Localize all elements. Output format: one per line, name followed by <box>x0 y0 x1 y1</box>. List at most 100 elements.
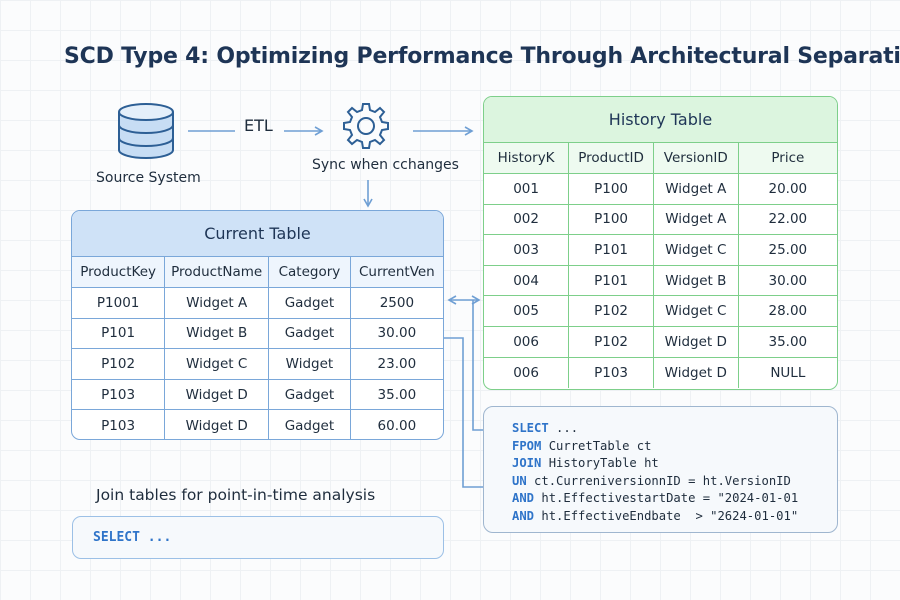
table-cell: 002 <box>484 203 570 236</box>
table-cell: 35.00 <box>737 326 837 358</box>
sql-keyword: AND <box>512 508 535 523</box>
table-cell: 25.00 <box>737 234 837 266</box>
table-cell: 23.00 <box>349 348 443 380</box>
table-cell: Widget D <box>164 378 270 411</box>
sql-line: AND ht.EffectivestartDate = "2024-01-01 <box>512 490 837 508</box>
sql-line: AND ht.EffectiveEndbate > "2624-01-01" <box>512 508 837 526</box>
table-cell: P102 <box>568 295 654 328</box>
sql-line: JOIN HistoryTable ht <box>512 455 837 473</box>
table-cell: Widget B <box>164 317 270 350</box>
sql-text: CurretTable ct <box>541 438 652 453</box>
column-header: CurrentVen <box>349 257 443 289</box>
column-header: VersionID <box>652 143 739 175</box>
table-cell: Widget D <box>652 326 739 358</box>
table-cell: 60.00 <box>349 409 443 439</box>
sql-keyword: SLECT <box>512 421 549 435</box>
select-code-box: SELECT ... <box>72 516 444 559</box>
source-system-label: Source System <box>96 170 201 186</box>
table-cell: Gadget <box>268 287 351 319</box>
etl-label: ETL <box>244 116 273 135</box>
table-cell: P103 <box>72 409 166 439</box>
column-header: HistoryK <box>484 143 570 175</box>
database-icon <box>118 103 174 159</box>
sql-keyword: UN <box>512 473 527 488</box>
current-table-title: Current Table <box>72 211 443 257</box>
history-table-header-row: HistoryK ProductID VersionID Price <box>484 143 837 175</box>
sql-line: UN ct.CurreniversionnID = ht.VersionID <box>512 473 837 491</box>
table-cell: P103 <box>72 378 166 411</box>
table-cell: 35.00 <box>349 378 443 411</box>
table-cell: 004 <box>484 264 570 297</box>
table-cell: Widget D <box>164 409 270 439</box>
gear-icon <box>343 103 389 149</box>
sync-label: Sync when cchanges <box>312 157 459 173</box>
table-cell: Widget A <box>164 287 270 319</box>
table-cell: Widget B <box>652 264 739 297</box>
table-cell: 003 <box>484 234 570 266</box>
table-cell: 20.00 <box>737 173 837 205</box>
table-cell: 001 <box>484 173 570 205</box>
current-table: Current Table ProductKey ProductName Cat… <box>71 210 444 440</box>
table-cell: Gadget <box>268 317 351 350</box>
sql-keyword: FPOM <box>512 438 542 453</box>
column-header: Category <box>268 257 351 289</box>
sql-text: ht.EffectiveEndbate > "2624-01-01" <box>534 508 799 523</box>
sql-text: ct.CurreniversionnID = ht.VersionID <box>526 473 791 488</box>
sql-keyword: JOIN <box>512 456 542 471</box>
table-cell: Widget D <box>652 356 739 388</box>
table-cell: Widget <box>268 348 351 380</box>
sql-text: HistoryTable ht <box>541 456 659 471</box>
table-cell: 006 <box>484 356 570 388</box>
table-cell: P101 <box>72 317 166 350</box>
table-cell: Widget A <box>652 203 739 236</box>
table-cell: P101 <box>568 264 654 297</box>
table-cell: 28.00 <box>737 295 837 328</box>
current-to-join-connector <box>444 337 484 488</box>
table-cell: P100 <box>568 173 654 205</box>
table-cell: Gadget <box>268 378 351 411</box>
table-cell: Gadget <box>268 409 351 439</box>
table-cell: NULL <box>737 356 837 388</box>
table-cell: 2500 <box>349 287 443 319</box>
table-cell: P103 <box>568 356 654 388</box>
table-cell: Widget C <box>652 234 739 266</box>
current-table-grid: ProductKey ProductName Category CurrentV… <box>72 257 443 439</box>
table-cell: P1001 <box>72 287 166 319</box>
sql-keyword: AND <box>512 491 535 506</box>
table-cell: P101 <box>568 234 654 266</box>
history-table-title: History Table <box>484 97 837 143</box>
table-cell: P100 <box>568 203 654 236</box>
table-cell: 006 <box>484 326 570 358</box>
sql-text: ... <box>548 421 579 435</box>
column-header: ProductKey <box>72 257 166 289</box>
current-table-header-row: ProductKey ProductName Category CurrentV… <box>72 257 443 289</box>
column-header: ProductID <box>568 143 654 175</box>
page-title: SCD Type 4: Optimizing Performance Throu… <box>64 44 900 69</box>
table-cell: 005 <box>484 295 570 328</box>
column-header: Price <box>737 143 837 175</box>
table-cell: 30.00 <box>737 264 837 297</box>
sql-line: FPOM CurretTable ct <box>512 438 837 456</box>
table-cell: P102 <box>568 326 654 358</box>
column-header: ProductName <box>164 257 270 289</box>
table-cell: Widget A <box>652 173 739 205</box>
history-table: History Table HistoryK ProductID Version… <box>483 96 838 390</box>
join-label: Join tables for point-in-time analysis <box>96 486 376 504</box>
sql-line: SLECT ... <box>512 420 837 438</box>
sql-text: ht.EffectivestartDate = "2024-01-01 <box>534 491 799 506</box>
